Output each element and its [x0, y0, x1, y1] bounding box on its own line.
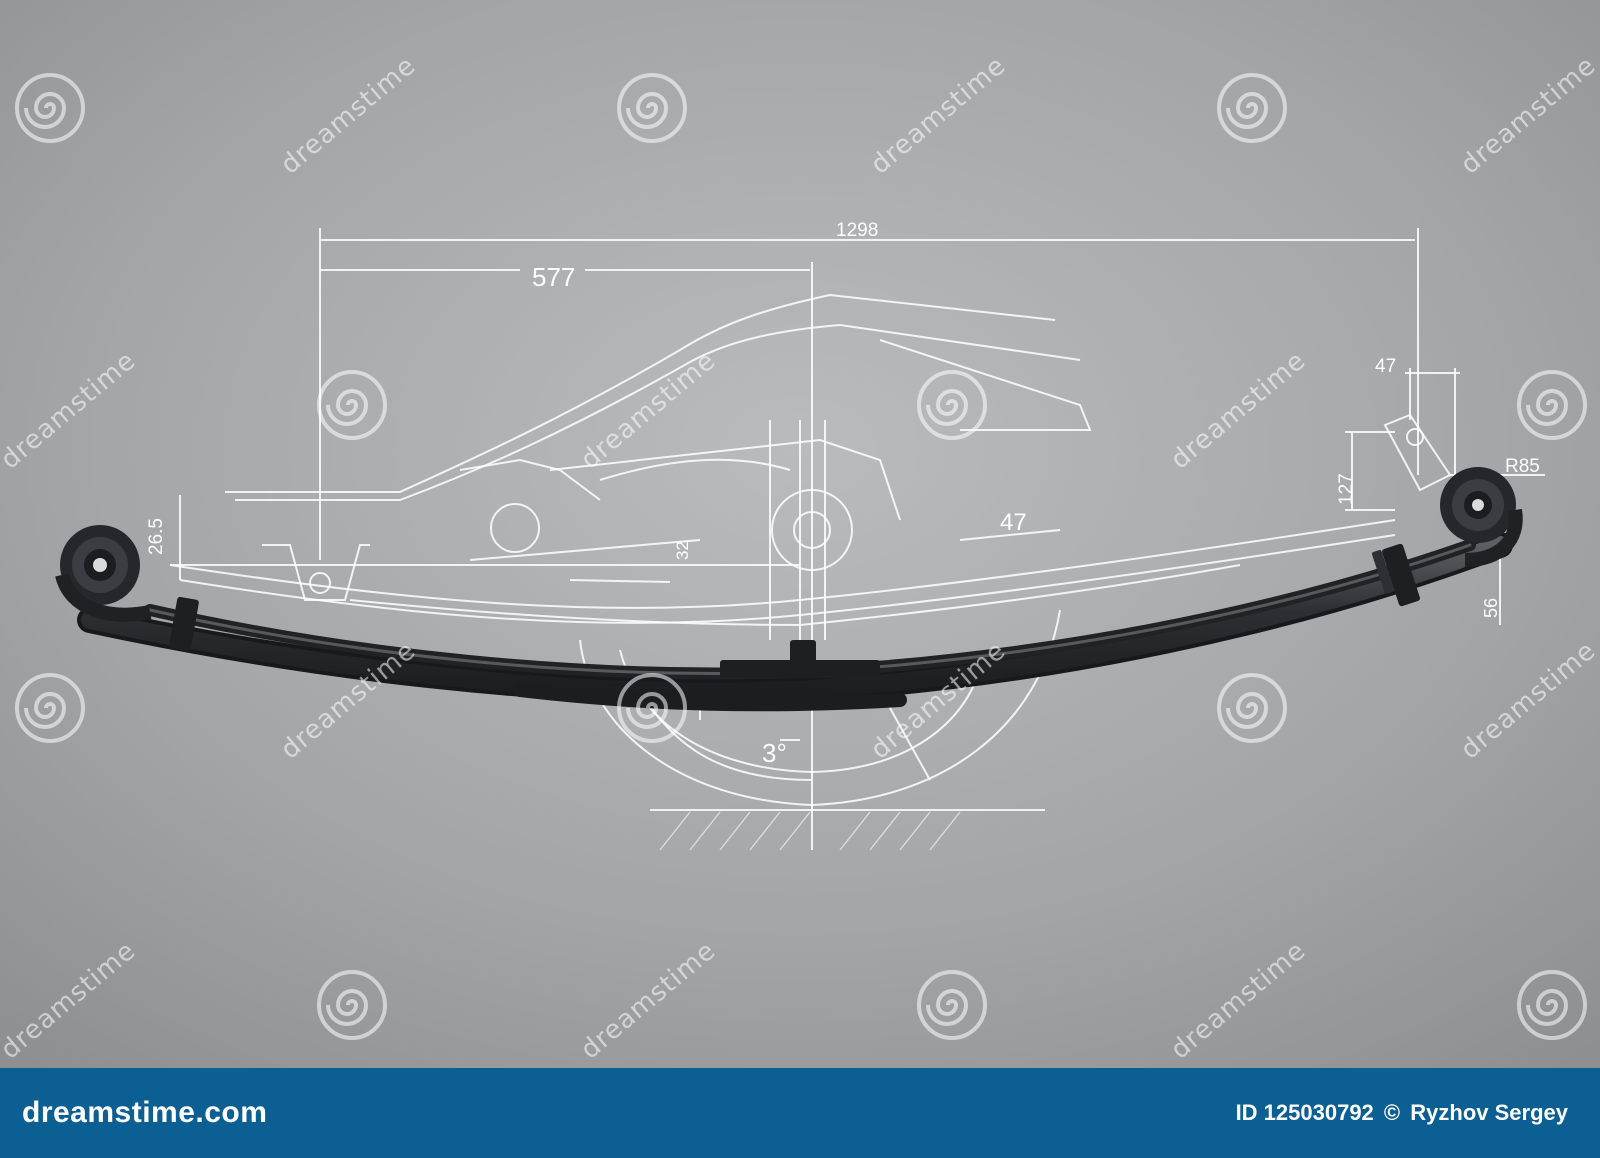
author-name[interactable]: Ryzhov Sergey [1410, 1100, 1568, 1125]
footer-credit: ID 125030792 © Ryzhov Sergey [1236, 1100, 1572, 1126]
dim-eye-offset: 47 [1375, 356, 1396, 377]
footer-brand-link[interactable]: dreamstime.com [22, 1096, 268, 1129]
dim-front-eye-height: 26.5 [146, 518, 167, 555]
image-id: ID 125030792 [1235, 1100, 1374, 1125]
dim-pad-height: 32 [673, 541, 692, 560]
dim-arm-offset: 47 [1000, 509, 1027, 536]
front-spring-eye [55, 525, 152, 622]
dim-rear-drop: 56 [1481, 598, 1501, 618]
leaf-spring-photo: 1298 577 47 R85 47 127 26.5 32 56 3° [0, 0, 1600, 1068]
rear-spring-eye [1440, 467, 1523, 567]
blueprint-drawing [169, 228, 1545, 851]
dim-angle: 3° [762, 738, 787, 768]
dimension-labels: 1298 577 47 R85 47 127 26.5 32 56 3° [146, 220, 1540, 768]
dim-shackle-height: 127 [1336, 473, 1357, 505]
spring-clamps [169, 543, 1420, 678]
dim-overall-length: 1298 [836, 220, 878, 241]
copyright-symbol: © [1383, 1100, 1401, 1125]
stock-footer-bar: dreamstime.com ID 125030792 © Ryzhov Ser… [0, 1068, 1600, 1158]
dim-front-to-axle: 577 [532, 262, 575, 292]
dim-eye-radius: R85 [1505, 456, 1540, 477]
